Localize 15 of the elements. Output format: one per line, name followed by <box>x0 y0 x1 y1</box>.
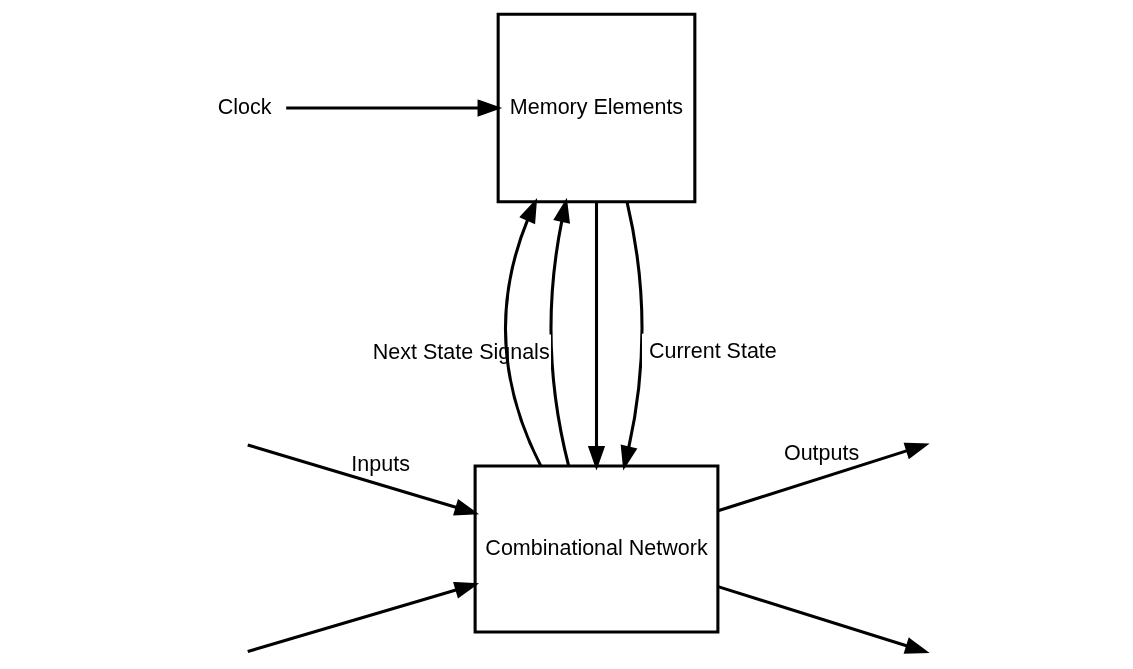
arrow <box>620 202 644 471</box>
edge-label: Inputs <box>350 451 410 476</box>
arrow <box>549 197 570 467</box>
node-text: Clock <box>217 94 272 119</box>
edge-label: Current State <box>648 338 777 363</box>
arrow <box>503 198 542 467</box>
arrow <box>587 202 605 471</box>
edge-label: Outputs <box>783 441 859 466</box>
arrow <box>717 442 930 513</box>
arrow <box>246 443 479 516</box>
arrow <box>717 585 930 654</box>
node-box: Memory Elements <box>496 12 696 204</box>
arrow <box>285 99 502 117</box>
arrow <box>246 581 479 653</box>
node-box: Combinational Network <box>473 464 719 634</box>
